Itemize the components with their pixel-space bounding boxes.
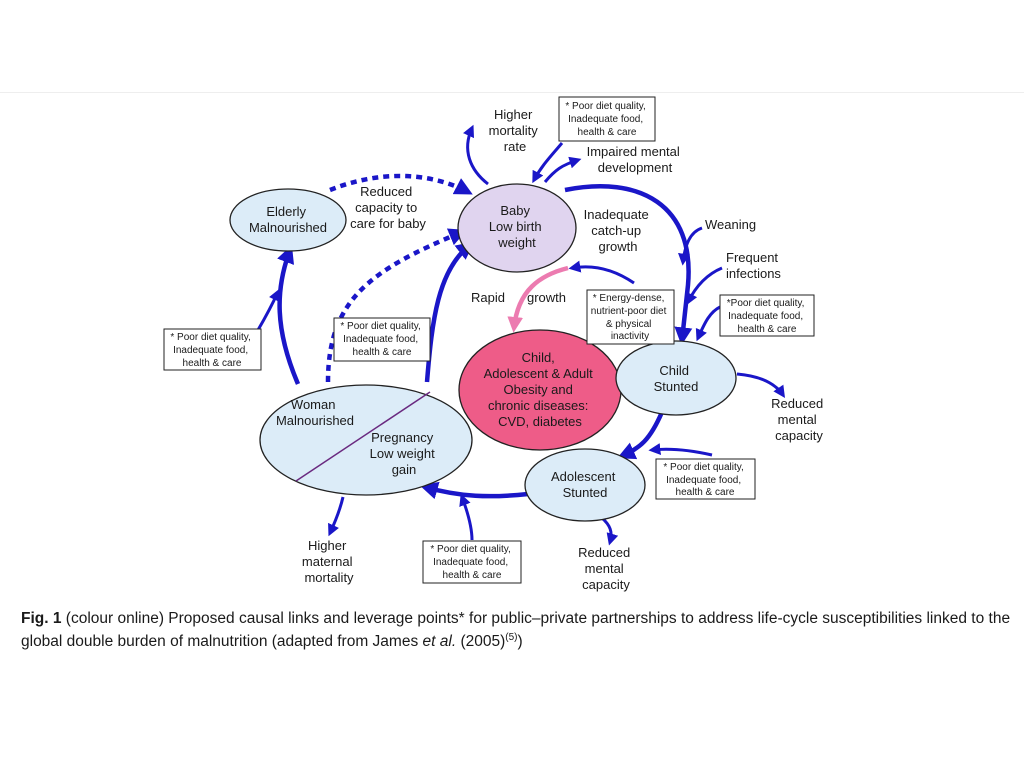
influence-arrows	[256, 124, 785, 546]
arrow-energy-box-to-growth	[568, 260, 635, 285]
node-pregnancy-line: Pregnancy	[371, 430, 434, 445]
top-divider-line	[0, 92, 1024, 93]
svg-text:Child Stunted: Child Stunted	[654, 363, 699, 394]
label-frequent-infections: Frequent infections	[726, 250, 782, 281]
node-adolescent-line: Adolescent	[551, 469, 616, 484]
svg-text:Adolescent Stunted: Adolescent Stunted	[551, 469, 619, 500]
arrow-box-to-woman-left	[256, 288, 280, 331]
node-elderly-line: Malnourished	[249, 220, 327, 235]
svg-text:* Poor diet quality, Ina: * Poor diet quality, Inadequate food, he…	[340, 321, 423, 358]
node-pregnancy-line: gain	[392, 462, 417, 477]
node-obesity-line: Obesity and	[504, 382, 573, 397]
node-woman-pregnancy: Woman Malnourished Pregnancy Low weight …	[259, 384, 473, 496]
caption-et-al: et al.	[422, 633, 457, 651]
arrow-rapid-growth	[507, 265, 569, 333]
node-child-line: Child	[659, 363, 689, 378]
dashed-arrow-woman-to-baby	[325, 228, 467, 383]
caption-fig-label: Fig. 1	[21, 610, 62, 627]
box-poor-diet-bottom: * Poor diet quality, Inadequate food, he…	[422, 540, 522, 584]
arrow-woman-to-maternal-mortality	[328, 496, 345, 537]
label-impaired-mental: Impaired mental development	[587, 144, 684, 175]
arrow-child-to-adolescent	[617, 411, 665, 460]
label-reduced-capacity: Reduced capacity to care for baby	[350, 184, 426, 231]
arrow-box-to-adolescent	[648, 443, 713, 457]
caption-close: )	[517, 633, 523, 651]
node-obesity-line: Child,	[522, 350, 555, 365]
arrow-adolescent-to-reduced-mental	[600, 516, 619, 546]
arrow-to-higher-mortality	[463, 124, 489, 186]
svg-text:* Poor diet quality, Ina: * Poor diet quality, Inadequate food, he…	[663, 462, 746, 498]
node-adolescent-line: Stunted	[563, 485, 608, 500]
box-poor-diet-adolescent: * Poor diet quality, Inadequate food, he…	[655, 458, 756, 500]
box-poor-diet-left: * Poor diet quality, Inadequate food, he…	[163, 328, 262, 371]
dashed-arrows	[325, 173, 473, 383]
svg-text:Woman Malnourished: Woman Malnourished	[276, 397, 354, 428]
node-child-line: Stunted	[654, 379, 699, 394]
life-cycle-diagram: Elderly Malnourished Baby Low birth weig…	[163, 96, 827, 592]
label-catch-up: Inadequate catch-up growth	[584, 207, 653, 254]
node-obesity-line: Adolescent & Adult	[484, 366, 594, 381]
caption-year: (2005)	[456, 633, 506, 651]
arrow-adolescent-to-pregnancy	[419, 481, 529, 500]
node-pregnancy-line: Low weight	[370, 446, 435, 461]
box-poor-diet-woman: * Poor diet quality, Inadequate food, he…	[333, 317, 431, 362]
node-baby-line: Low birth	[489, 219, 542, 234]
free-labels: Higher mortality rate Impaired mental de…	[302, 107, 827, 592]
node-obesity: Child, Adolescent & Adult Obesity and ch…	[458, 329, 622, 451]
label-weaning: Weaning	[705, 217, 756, 232]
label-growth: growth	[527, 290, 566, 305]
node-elderly-line: Elderly	[266, 204, 306, 219]
arrow-woman-to-elderly	[277, 244, 301, 385]
arrow-weaning	[678, 226, 703, 266]
node-elderly: Elderly Malnourished	[229, 188, 347, 252]
svg-text:* Poor diet quality, Ina: * Poor diet quality, Inadequate food, he…	[170, 332, 253, 369]
label-rapid: Rapid	[471, 290, 505, 305]
arrow-box-to-pregnancy-bottom	[459, 493, 474, 541]
box-energy-dense: * Energy-dense, nutrient-poor diet & phy…	[586, 289, 675, 345]
arrow-woman-to-baby	[424, 241, 475, 383]
woman-pregnancy-divider	[295, 391, 431, 482]
svg-text:Elderly Malnourished: Elderly Malnourished	[249, 204, 327, 235]
svg-text:Child, Adolescent & Adul: Child, Adolescent & Adult Obesity and ch…	[484, 350, 597, 429]
figure-caption: Fig. 1 (colour online) Proposed causal l…	[21, 609, 1011, 651]
node-adolescent-stunted: Adolescent Stunted	[524, 448, 646, 522]
node-obesity-line: chronic diseases:	[488, 398, 588, 413]
arrow-box-to-baby	[532, 142, 564, 184]
caption-ref: (5)	[505, 632, 518, 643]
box-poor-diet-right: *Poor diet quality, Inadequate food, hea…	[719, 294, 815, 337]
label-reduced-mental-adolescent: Reduced mental capacity	[578, 545, 634, 592]
node-child-stunted: Child Stunted	[615, 340, 737, 416]
arrow-baby-to-child	[564, 184, 693, 346]
svg-text:Pregnancy Low weight: Pregnancy Low weight gain	[370, 430, 439, 477]
box-poor-diet-top: * Poor diet quality, Inadequate food, he…	[558, 96, 656, 142]
node-woman-line: Woman	[291, 397, 336, 412]
svg-text:* Energy-dense, nutrient: * Energy-dense, nutrient-poor diet & phy…	[591, 293, 669, 342]
node-obesity-line: CVD, diabetes	[498, 414, 582, 429]
caption-text: (colour online) Proposed causal links an…	[21, 610, 1011, 651]
svg-text:* Poor diet quality, Ina: * Poor diet quality, Inadequate food, he…	[565, 101, 648, 138]
arrow-to-impaired-mental	[543, 156, 582, 183]
svg-text:* Poor diet quality, Ina: * Poor diet quality, Inadequate food, he…	[430, 544, 513, 581]
node-baby-line: Baby	[500, 203, 530, 218]
arrow-box-to-child-right	[695, 305, 721, 342]
svg-text:*Poor diet quality, Inad: *Poor diet quality, Inadequate food, hea…	[727, 298, 807, 335]
svg-text:Baby Low birth wei: Baby Low birth weight	[489, 203, 545, 250]
label-reduced-mental-child: Reduced mental capacity	[771, 396, 827, 443]
label-higher-mortality: Higher mortality rate	[489, 107, 542, 154]
label-higher-maternal: Higher maternal mortality	[302, 538, 356, 585]
arrow-frequent-infections	[686, 266, 723, 306]
node-woman-line: Malnourished	[276, 413, 354, 428]
node-baby: Baby Low birth weight	[457, 183, 577, 273]
node-baby-line: weight	[497, 235, 536, 250]
arrow-child-to-reduced-mental	[736, 372, 785, 398]
